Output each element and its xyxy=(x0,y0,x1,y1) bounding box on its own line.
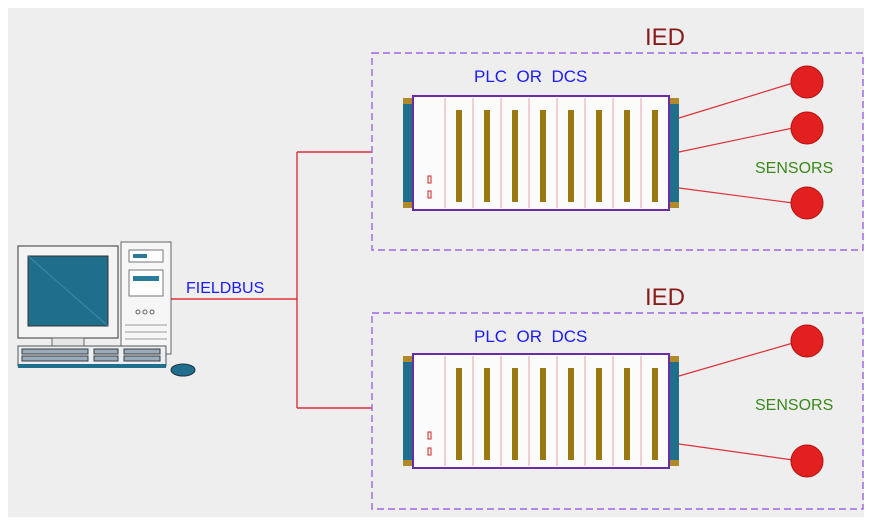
sensors-label-1: SENSORS xyxy=(755,160,833,177)
ied-unit-2: IED PLC OR DCS SENSORS xyxy=(371,284,864,510)
ied-label-1: IED xyxy=(645,24,685,51)
ied-boundary-1 xyxy=(371,52,864,251)
io-card-slot xyxy=(456,110,462,202)
computer-workstation-icon xyxy=(17,241,196,377)
io-card-slot xyxy=(596,110,602,202)
controller-label-1: PLC OR DCS xyxy=(474,67,587,86)
io-card-slot xyxy=(484,110,490,202)
io-card-slot xyxy=(512,110,518,202)
controller-label-2: PLC OR DCS xyxy=(474,327,587,346)
io-card-slot xyxy=(624,368,630,460)
sensor-2-1 xyxy=(790,324,824,358)
plc-rack-1 xyxy=(403,95,679,211)
ied-unit-1: IED PLC OR DCS SENSORS xyxy=(371,24,864,251)
sensor-wires-2 xyxy=(678,342,794,461)
plc-rack-2 xyxy=(403,353,679,469)
io-card-slot xyxy=(456,368,462,460)
sensors-label-2: SENSORS xyxy=(755,397,833,414)
ied-boundary-2 xyxy=(371,312,864,510)
fieldbus-wiring xyxy=(171,151,372,409)
sensor-wires-1 xyxy=(678,82,794,204)
io-card-slot xyxy=(624,110,630,202)
sensor-1-2 xyxy=(790,111,824,145)
fieldbus-label: FIELDBUS xyxy=(186,280,264,297)
ied-label-2: IED xyxy=(645,284,685,311)
io-card-slot xyxy=(568,110,574,202)
io-card-slot xyxy=(484,368,490,460)
io-card-slot xyxy=(512,368,518,460)
io-card-slot xyxy=(652,110,658,202)
sensor-1-3 xyxy=(790,186,824,220)
io-card-slot xyxy=(568,368,574,460)
io-card-slot xyxy=(652,368,658,460)
io-card-slot xyxy=(540,368,546,460)
io-card-slot xyxy=(540,110,546,202)
sensor-1-1 xyxy=(790,65,824,99)
io-card-slot xyxy=(596,368,602,460)
sensor-2-2 xyxy=(790,444,824,478)
